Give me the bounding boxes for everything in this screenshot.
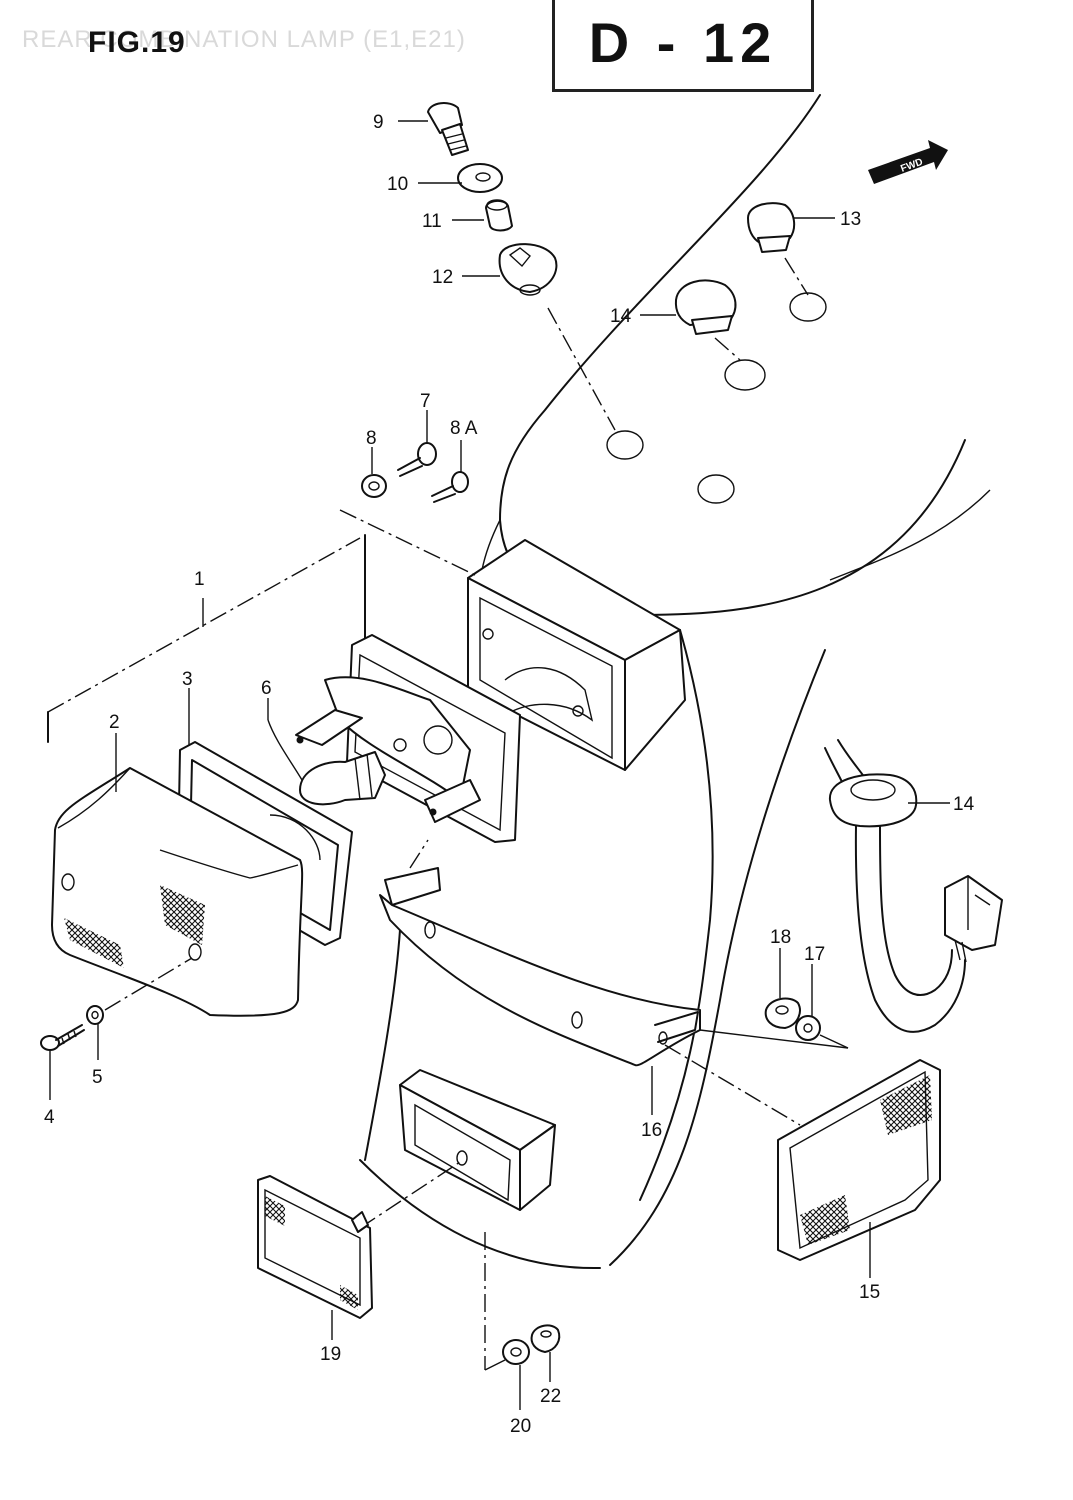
callout-15: 14 [953,794,975,815]
callout-5: 5 [92,1067,103,1088]
reference-code-box: D - 12 [552,0,814,92]
callout-9: 9 [373,112,384,133]
cap-14 [674,279,737,335]
callout-4: 4 [44,1107,55,1128]
fwd-direction-arrow: FWD [868,140,948,184]
washer-5 [86,1005,104,1025]
callout-22: 22 [540,1386,561,1407]
cap-13 [747,202,796,253]
washer-18 [795,1015,821,1041]
callout-8a: 8 A [450,418,478,439]
callout-2: 2 [109,712,120,733]
reference-code: D - 12 [588,11,778,74]
bolt-9 [427,102,469,156]
callout-3: 3 [182,669,193,690]
callout-12: 12 [432,267,453,288]
figure-label: FIG.19 [88,26,186,59]
callout-8: 8 [366,428,377,449]
leader-lines [49,120,950,1410]
washer-21 [502,1339,530,1365]
washer-10 [457,163,503,193]
callout-18: 17 [804,944,825,965]
license-bracket [379,867,701,1067]
assembly-1-outline [47,509,476,743]
callout-16: 15 [859,1282,880,1303]
rear-reflector [257,1175,373,1319]
callout-13: 13 [840,209,861,230]
callout-labels: 9 10 11 12 13 14 7 8 8 A 1 3 6 2 14 18 1… [44,112,975,1437]
grommet-12 [498,243,558,296]
callout-20: 19 [320,1344,341,1365]
bulb [299,751,386,806]
callout-19: 18 [770,927,791,948]
nut-22 [530,1324,561,1353]
lamp-housing-box [467,539,686,771]
callout-10: 10 [387,174,408,195]
wiring-harness [824,739,1003,1033]
callout-6: 6 [261,678,272,699]
callout-7: 7 [420,391,431,412]
callout-21: 20 [510,1416,531,1437]
screw-8a [431,471,469,503]
side-reflector [777,1059,941,1261]
callout-17: 16 [641,1120,662,1141]
lamp-base-plate [295,634,521,843]
washer-8 [361,474,387,498]
screw-4 [40,1024,85,1051]
license-lamp-housing [399,1069,556,1211]
callout-14: 14 [610,306,632,327]
nut-19 [764,997,801,1029]
collar-11 [485,199,513,232]
screw-7 [397,442,437,477]
faint-title: REAR COMBINATION LAMP (E1,E21) [22,26,466,53]
callout-1: 1 [194,569,205,590]
callout-11: 11 [422,211,442,232]
tail-lamp-lens [51,767,321,1017]
